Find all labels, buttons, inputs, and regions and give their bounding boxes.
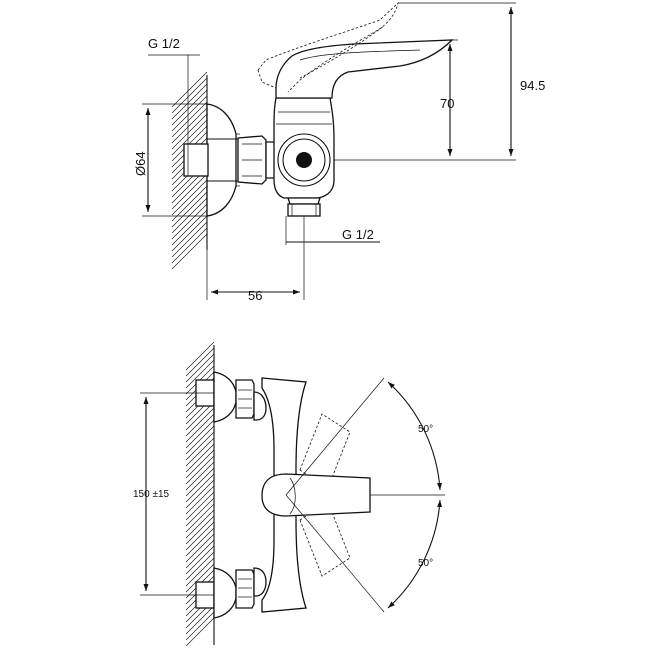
outlet-connector [287, 197, 321, 217]
hatch-line [171, 107, 208, 144]
hatch-line [185, 347, 215, 377]
hatch-line [185, 485, 215, 515]
hatch-line [185, 617, 215, 647]
hatch-line [185, 491, 215, 521]
hatch-line [185, 353, 215, 383]
hatch-line [185, 527, 215, 557]
hatch-line [185, 413, 215, 443]
thread-top-dim: G 1/2 [148, 36, 200, 144]
hatch-line [185, 557, 215, 587]
center-distance-label: 150 ±15 [133, 489, 170, 500]
lever-handle-raised [257, 1, 399, 93]
hatch-line [171, 227, 208, 264]
hatch-line [185, 401, 215, 431]
hatch-line [185, 341, 215, 371]
angle-down-label: 50° [418, 558, 433, 569]
angle-arcs: 50° 50° [387, 381, 443, 609]
hatch-line [171, 173, 208, 210]
thread-bottom-label: G 1/2 [342, 227, 374, 242]
lever-handle [275, 39, 454, 99]
mixer-body: RA [273, 97, 335, 199]
hatch-line [185, 473, 215, 503]
hatch-line [171, 179, 208, 216]
hatch-line [171, 119, 208, 156]
flange-diameter-dim: Ø64 [133, 103, 207, 217]
hatch-line [185, 431, 215, 461]
hatch-line [171, 89, 208, 126]
hatch-line [185, 503, 215, 533]
hatch-line [171, 83, 208, 120]
center-distance-dim: 150 ±15 [133, 392, 214, 596]
svg-text:RA: RA [301, 158, 307, 163]
hatch-line [171, 233, 208, 270]
hatch-line [185, 545, 215, 575]
hatch-line [185, 419, 215, 449]
height-total-dim: 94.5 [334, 2, 545, 161]
hatch-line [185, 443, 215, 473]
depth-label: 56 [248, 288, 262, 303]
wall-hatching-bottom [185, 341, 215, 647]
hatch-line [171, 215, 208, 252]
hatch-line [185, 467, 215, 497]
hatch-line [185, 437, 215, 467]
eccentric-upper [195, 371, 267, 423]
hatch-line [171, 101, 208, 138]
hatch-line [185, 497, 215, 527]
hatch-line [171, 95, 208, 132]
height-total-label: 94.5 [520, 78, 545, 93]
eccentric-nut [237, 135, 277, 185]
flange-diameter-label: Ø64 [133, 151, 148, 176]
inlet-pipe [183, 138, 240, 182]
hatch-line [185, 455, 215, 485]
hatch-line [171, 113, 208, 150]
hatch-line [185, 533, 215, 563]
height-axis-label: 70 [440, 96, 454, 111]
hatch-line [171, 71, 208, 108]
eccentric-lower [195, 567, 267, 619]
hatch-line [185, 479, 215, 509]
hatch-line [185, 515, 215, 545]
hatch-line [185, 563, 215, 593]
hatch-line [185, 611, 215, 641]
thread-top-label: G 1/2 [148, 36, 180, 51]
hatch-line [171, 197, 208, 234]
hatch-line [171, 203, 208, 240]
hatch-line [185, 425, 215, 455]
hatch-line [171, 221, 208, 258]
hatch-line [185, 521, 215, 551]
hatch-line [185, 509, 215, 539]
top-view: 50° 50° 150 ±15 [133, 341, 445, 647]
hatch-line [171, 77, 208, 114]
hatch-line [185, 551, 215, 581]
side-view: RA G 1/2 [133, 1, 545, 303]
hatch-line [171, 191, 208, 228]
hatch-line [185, 449, 215, 479]
lever-handle-top [261, 473, 371, 517]
depth-dim: 56 [211, 288, 300, 303]
hatch-line [185, 539, 215, 569]
hatch-line [185, 461, 215, 491]
hatch-line [185, 359, 215, 389]
hatch-line [185, 407, 215, 437]
angle-up-label: 50° [418, 424, 433, 435]
thread-bottom-dim: G 1/2 [286, 227, 380, 243]
height-axis-dim: 70 [440, 39, 458, 156]
hatch-line [185, 605, 215, 635]
wall-flange [206, 103, 240, 217]
hatch-line [171, 185, 208, 222]
